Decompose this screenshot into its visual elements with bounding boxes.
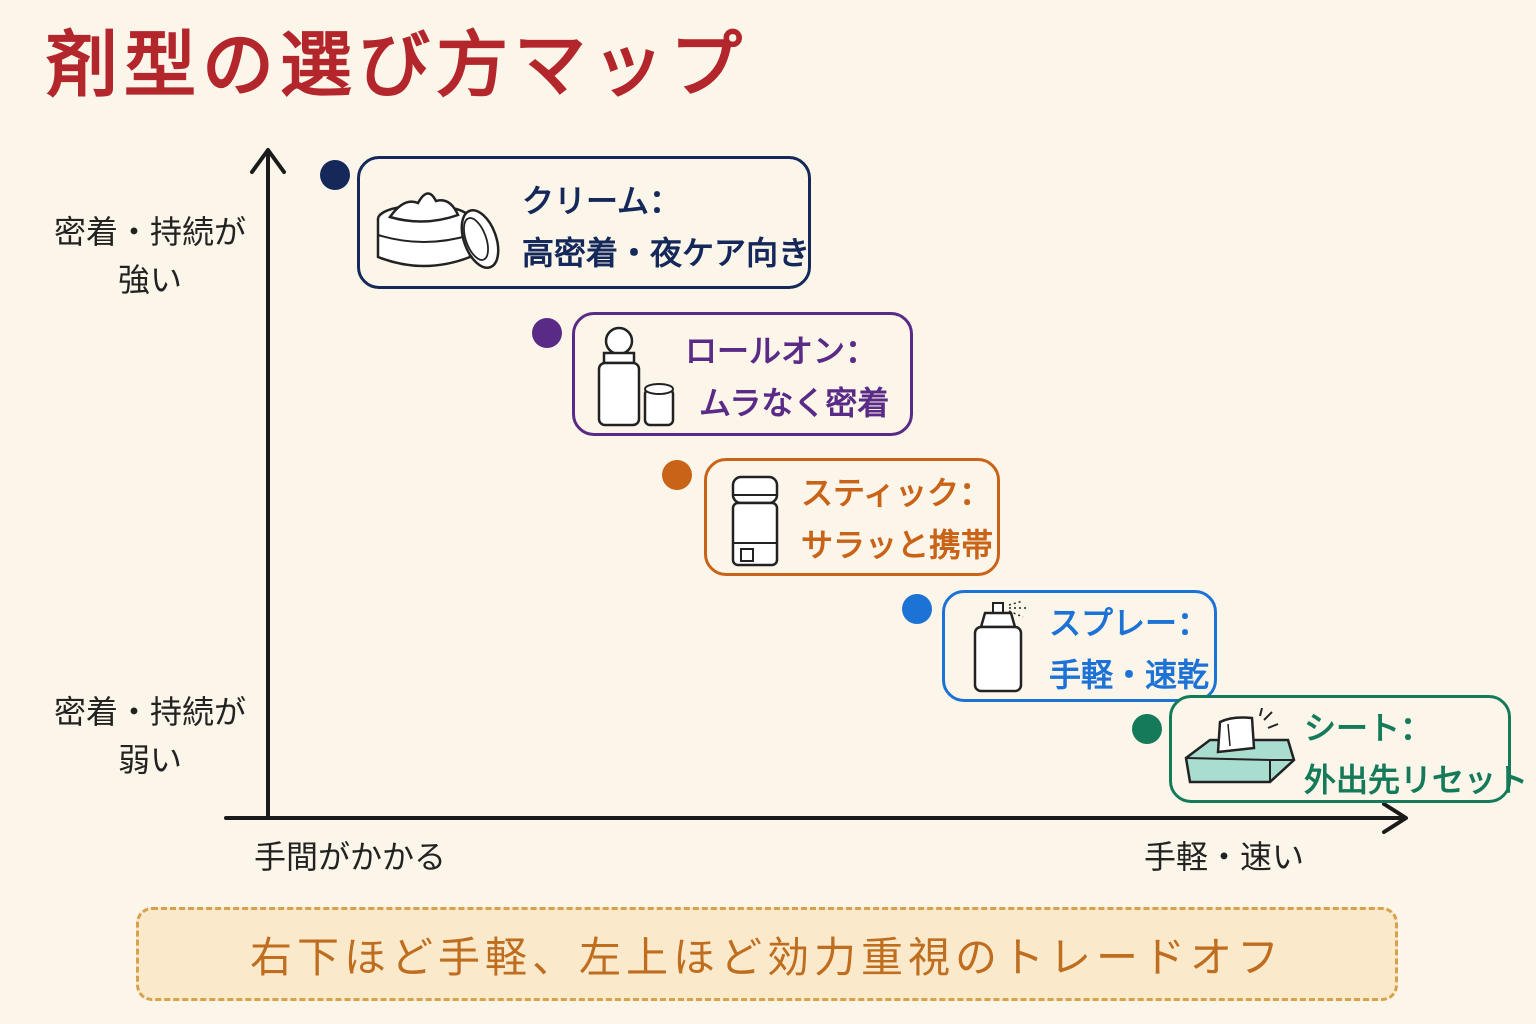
roll-on-icon [597,326,675,427]
x-axis-arrow [1382,802,1408,834]
spray-can-icon [973,600,1027,693]
sheet-card: シート： 外出先リセット [1169,695,1528,803]
y-axis-arrow [250,148,286,174]
spray-label: スプレー： [1049,604,1210,642]
sheet-dot [1132,714,1162,744]
spray-desc: 手軽・速乾 [1049,656,1210,694]
sheet-desc: 外出先リセット [1304,761,1529,799]
roll-on-desc: ムラなく密着 [699,384,890,422]
spray-text: スプレー： 手軽・速乾 [1049,597,1209,701]
x-axis-label-left: 手間がかかる [254,838,447,876]
cream-text: クリーム： 高密着・夜ケア向き [522,175,810,279]
tradeoff-text: 右下ほど手軽、左上ほど効力重視のトレードオフ [249,932,1284,982]
stick-label: スティック： [801,474,992,512]
spray-dot [902,594,932,624]
tradeoff-banner: 右下ほど手軽、左上ほど効力重視のトレードオフ [136,907,1398,1001]
stick-text: スティック： サラッと携帯 [801,467,993,571]
stick-card: スティック： サラッと携帯 [704,458,1000,576]
stick-icon [731,475,779,567]
stick-dot [662,460,692,490]
spray-card: スプレー： 手軽・速乾 [942,590,1217,702]
wet-wipes-icon [1184,708,1296,784]
roll-on-dot [532,318,562,348]
cream-desc: 高密着・夜ケア向き [522,234,811,272]
roll-on-card: ロールオン： ムラなく密着 [572,312,913,436]
y-axis-label-top: 密着・持続が 強い [53,213,246,299]
cream-dot [320,160,350,190]
page-title: 剤型の選び方マップ [46,23,749,107]
cream-card: クリーム： 高密着・夜ケア向き [357,156,811,289]
y-axis-label-bottom: 密着・持続が 弱い [53,693,246,779]
cream-jar-icon [376,192,500,269]
sheet-label: シート： [1304,709,1433,747]
stick-desc: サラッと携帯 [801,526,994,564]
sheet-text: シート： 外出先リセット [1304,702,1528,806]
cream-label: クリーム： [522,182,682,220]
x-axis-label-right: 手軽・速い [1144,838,1305,876]
roll-on-label: ロールオン： [685,332,878,370]
roll-on-text: ロールオン： ムラなく密着 [685,325,889,429]
